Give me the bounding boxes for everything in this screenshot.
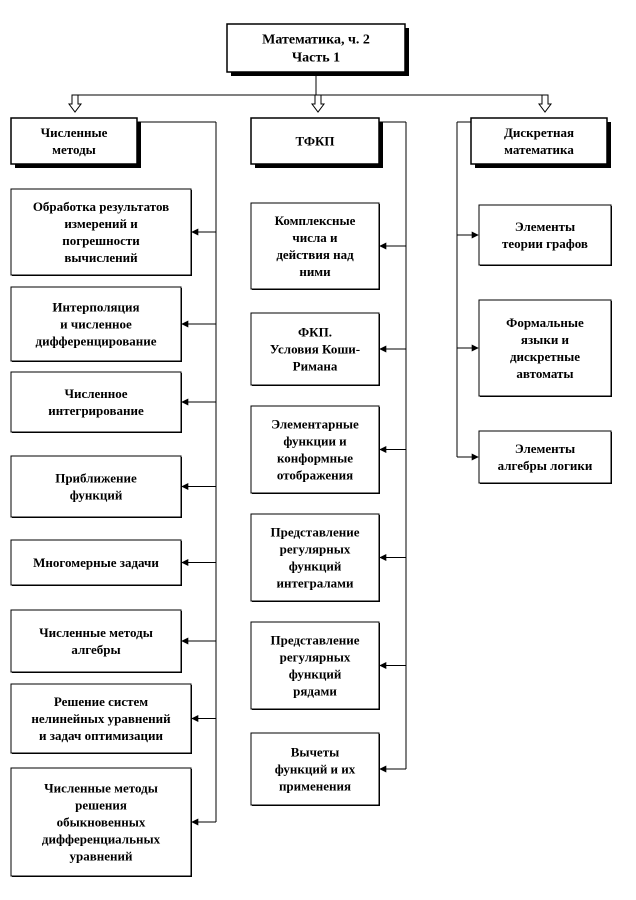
topic-box-0-3-label-line: функций [70, 488, 123, 503]
topic-box-2-1-label-line: автоматы [516, 366, 573, 381]
topic-box-0-1-label-line: Интерполяция [52, 300, 139, 315]
topic-box-0-3 [10, 455, 182, 518]
topic-box-1-2 [250, 405, 380, 494]
topic-box-2-0-label-line: Элементы [515, 219, 575, 234]
column-header-2 [470, 117, 608, 165]
topic-box-0-7-label-line: Численные методы [44, 781, 158, 796]
topic-box-0-5 [10, 609, 182, 673]
topic-box-1-4-label-line: функций [289, 667, 342, 682]
topic-box-1-3-label-line: интегралами [276, 576, 354, 591]
topic-box-1-5-label-line: Вычеты [291, 745, 339, 760]
column-header-0-label-line: Численные [41, 125, 108, 140]
root-box-label-line: Математика, ч. 2 [262, 33, 370, 48]
topic-box-1-0-label-line: действия над [276, 247, 354, 262]
topic-box-1-4-label-line: Представление [271, 633, 360, 648]
column-header-0 [10, 117, 138, 165]
topic-box-2-0-label-line: теории графов [502, 236, 588, 251]
topic-box-2-1-label-line: дискретные [510, 349, 580, 364]
topic-box-0-7-label-line: решения [75, 798, 127, 813]
topic-box-0-2-label-line: Численное [64, 386, 127, 401]
column-header-2-label-line: Дискретная [504, 125, 574, 140]
topic-box-1-1 [250, 312, 380, 386]
topic-box-0-6-label-line: и задач оптимизации [39, 728, 164, 743]
topic-box-0-7 [10, 767, 192, 877]
column-header-2-label-line: математика [504, 142, 574, 157]
topic-box-1-2-label-line: Элементарные [271, 417, 359, 432]
topic-box-0-6 [10, 683, 192, 754]
topic-box-0-7-label-line: дифференциальных [42, 832, 161, 847]
topic-box-0-5-label-line: алгебры [71, 642, 120, 657]
topic-box-2-1-label-line: языки и [521, 332, 570, 347]
topic-box-0-0 [10, 188, 192, 276]
topic-box-0-1-label-line: и численное [60, 317, 132, 332]
root-box-label-line: Часть 1 [292, 51, 340, 66]
topic-box-1-0-label-line: числа и [292, 230, 338, 245]
topic-box-0-7-label-line: обыкновенных [57, 815, 146, 830]
topic-box-2-1 [478, 299, 612, 397]
topic-box-1-1-label-line: Условия Коши- [270, 342, 360, 357]
topic-box-0-4 [10, 539, 182, 586]
topic-box-2-2 [478, 430, 612, 484]
topic-box-0-4-label-line: Многомерные задачи [33, 555, 159, 570]
topic-box-2-1-label-line: Формальные [506, 315, 584, 330]
topic-box-0-7-label-line: уравнений [70, 849, 133, 864]
topic-box-1-2-label-line: отображения [277, 468, 353, 483]
down-arrow-icon-2 [538, 94, 552, 113]
topic-box-2-2-label-line: Элементы [515, 441, 575, 456]
topic-box-2-0 [478, 204, 612, 266]
topic-box-0-0-label-line: вычислений [64, 250, 138, 265]
topic-box-1-0 [250, 202, 380, 290]
topic-box-0-1-label-line: дифференцирование [36, 334, 157, 349]
topic-box-1-4-label-line: регулярных [280, 650, 351, 665]
topic-box-1-4 [250, 621, 380, 710]
topic-box-0-0-label-line: измерений и [64, 216, 138, 231]
topic-box-0-0-label-line: погрешности [62, 233, 140, 248]
column-header-1-label-line: ТФКП [295, 134, 334, 149]
topic-box-1-3-label-line: Представление [271, 525, 360, 540]
topic-box-1-5-label-line: функций и их [275, 762, 356, 777]
topic-box-0-6-label-line: нелинейных уравнений [31, 711, 171, 726]
column-header-1 [250, 117, 380, 165]
topic-box-0-2 [10, 371, 182, 433]
root-box [226, 23, 406, 73]
topic-box-1-1-label-line: Римана [293, 359, 338, 374]
topic-box-1-0-label-line: ними [299, 264, 331, 279]
down-arrow-icon-1 [311, 94, 325, 113]
topic-box-0-0-label-line: Обработка результатов [33, 199, 169, 214]
topic-box-1-4-label-line: рядами [293, 684, 337, 699]
column-header-0-label-line: методы [52, 142, 96, 157]
topic-box-1-0-label-line: Комплексные [275, 213, 356, 228]
topic-box-1-1-label-line: ФКП. [298, 325, 332, 340]
topic-box-0-1 [10, 286, 182, 362]
topic-box-1-3-label-line: регулярных [280, 542, 351, 557]
topic-box-1-2-label-line: функции и [283, 434, 347, 449]
topic-box-0-5-label-line: Численные методы [39, 625, 153, 640]
topic-box-2-2-label-line: алгебры логики [498, 458, 593, 473]
topic-box-1-2-label-line: конформные [277, 451, 353, 466]
topic-box-0-3-label-line: Приближение [55, 471, 137, 486]
topic-box-1-3-label-line: функций [289, 559, 342, 574]
topic-box-1-3 [250, 513, 380, 602]
topic-box-1-5 [250, 732, 380, 806]
topic-box-1-5-label-line: применения [279, 779, 351, 794]
topic-box-0-2-label-line: интегрирование [48, 403, 144, 418]
down-arrow-icon-0 [68, 94, 82, 113]
topic-box-0-6-label-line: Решение систем [54, 694, 148, 709]
